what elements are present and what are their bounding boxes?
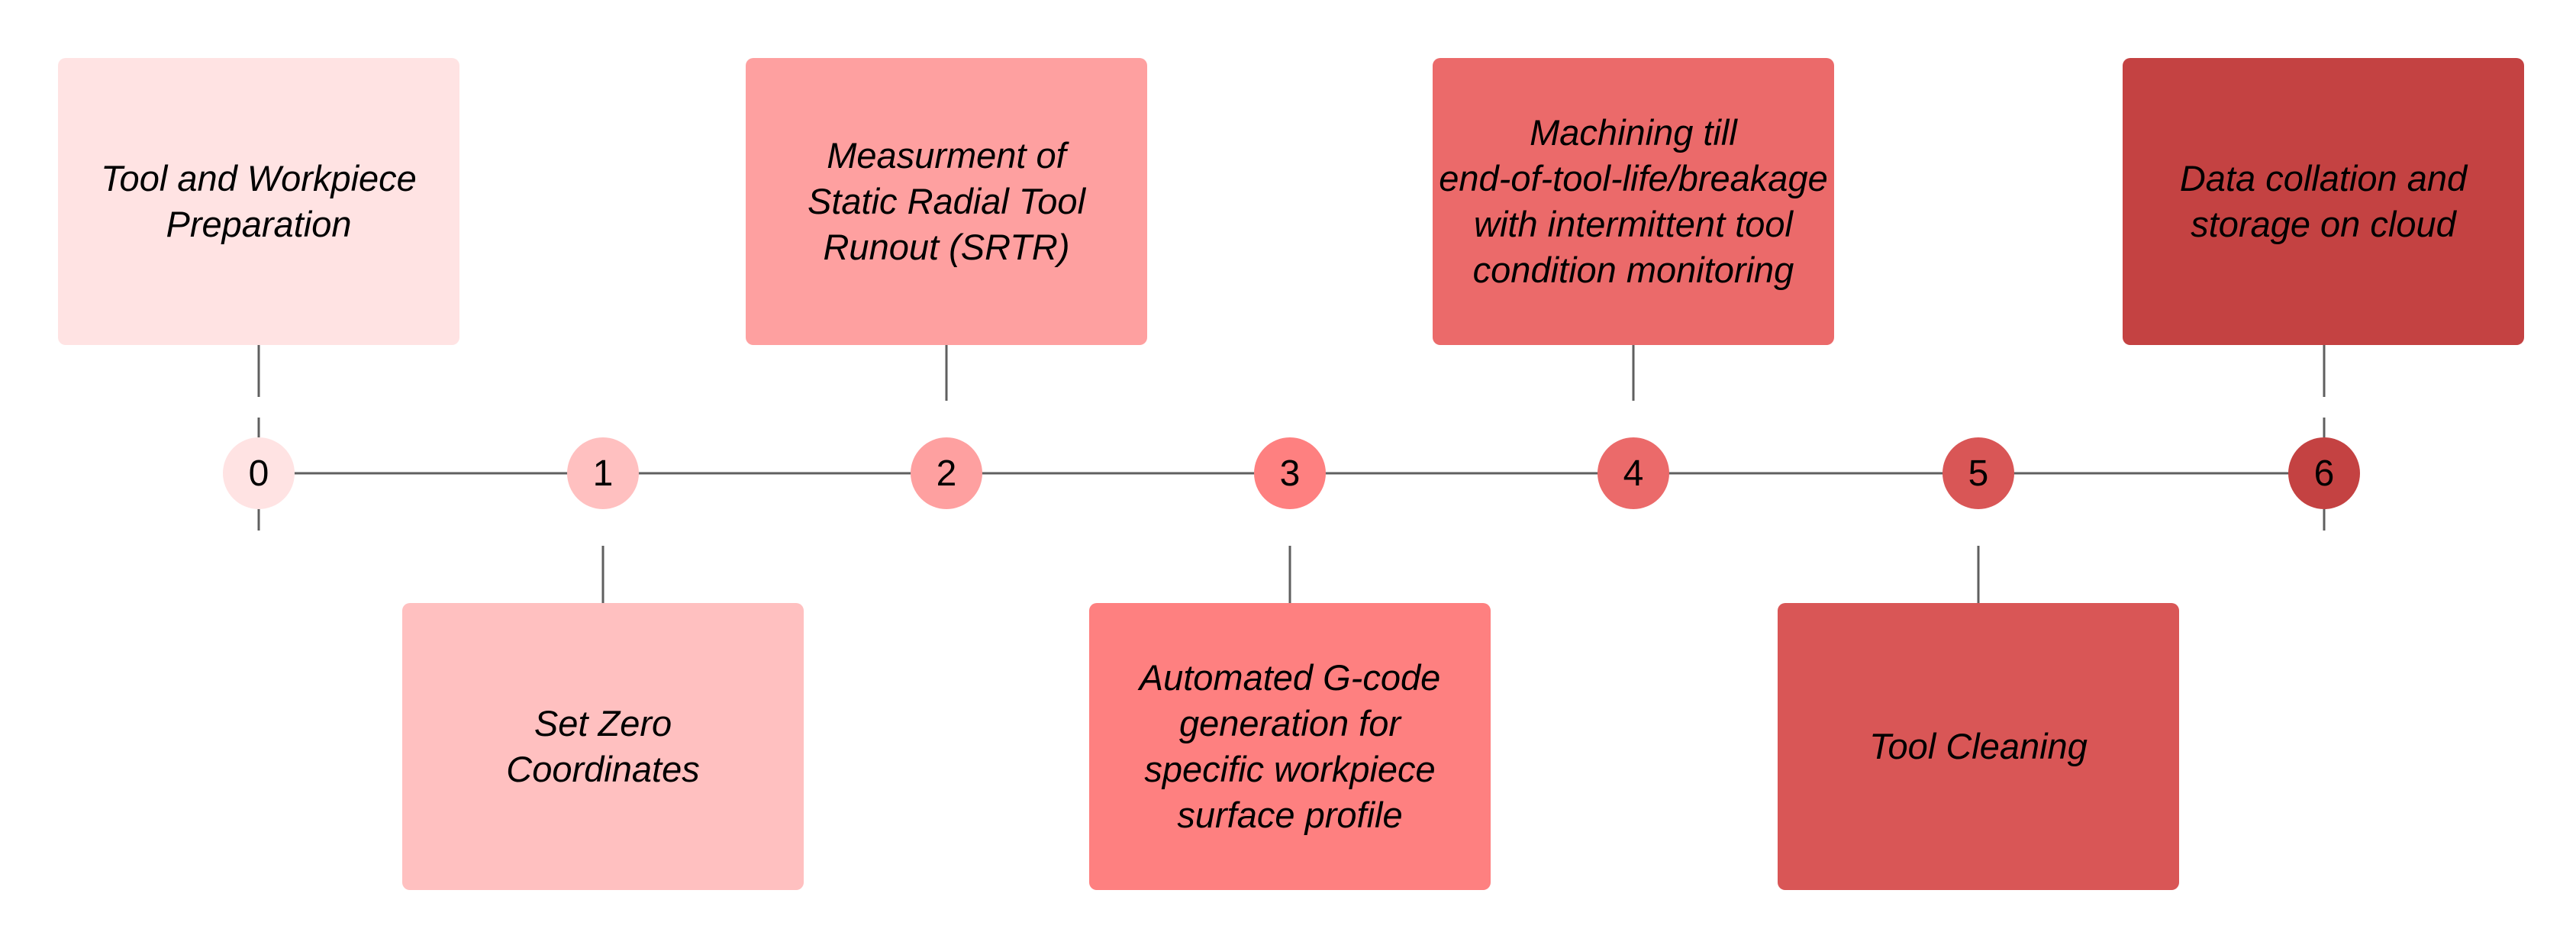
step-node-5: 5 xyxy=(1942,437,2014,509)
step-node-1: 1 xyxy=(567,437,639,509)
step-label-6: Data collation and storage on cloud xyxy=(2179,158,2468,244)
step-node-6: 6 xyxy=(2288,437,2360,509)
step-label-4: Machining till end-of-tool-life/breakage… xyxy=(1439,112,1828,290)
step-label-1: Set Zero Coordinates xyxy=(506,703,700,789)
step-box-5: Tool Cleaning xyxy=(1778,603,2179,890)
step-node-2: 2 xyxy=(911,437,982,509)
step-box-0: Tool and Workpiece Preparation xyxy=(58,58,459,345)
step-label-2: Measurment of Static Radial Tool Runout … xyxy=(807,135,1086,267)
step-node-3: 3 xyxy=(1254,437,1326,509)
step-box-2: Measurment of Static Radial Tool Runout … xyxy=(746,58,1147,345)
step-box-4: Machining till end-of-tool-life/breakage… xyxy=(1433,58,1834,345)
step-node-4: 4 xyxy=(1598,437,1669,509)
step-label-3: Automated G-code generation for specific… xyxy=(1139,657,1441,835)
step-box-3: Automated G-code generation for specific… xyxy=(1089,603,1491,890)
step-box-1: Set Zero Coordinates xyxy=(402,603,804,890)
step-label-0: Tool and Workpiece Preparation xyxy=(101,158,417,244)
step-box-6: Data collation and storage on cloud xyxy=(2123,58,2524,345)
step-node-0: 0 xyxy=(223,437,295,509)
step-label-5: Tool Cleaning xyxy=(1869,726,2088,766)
